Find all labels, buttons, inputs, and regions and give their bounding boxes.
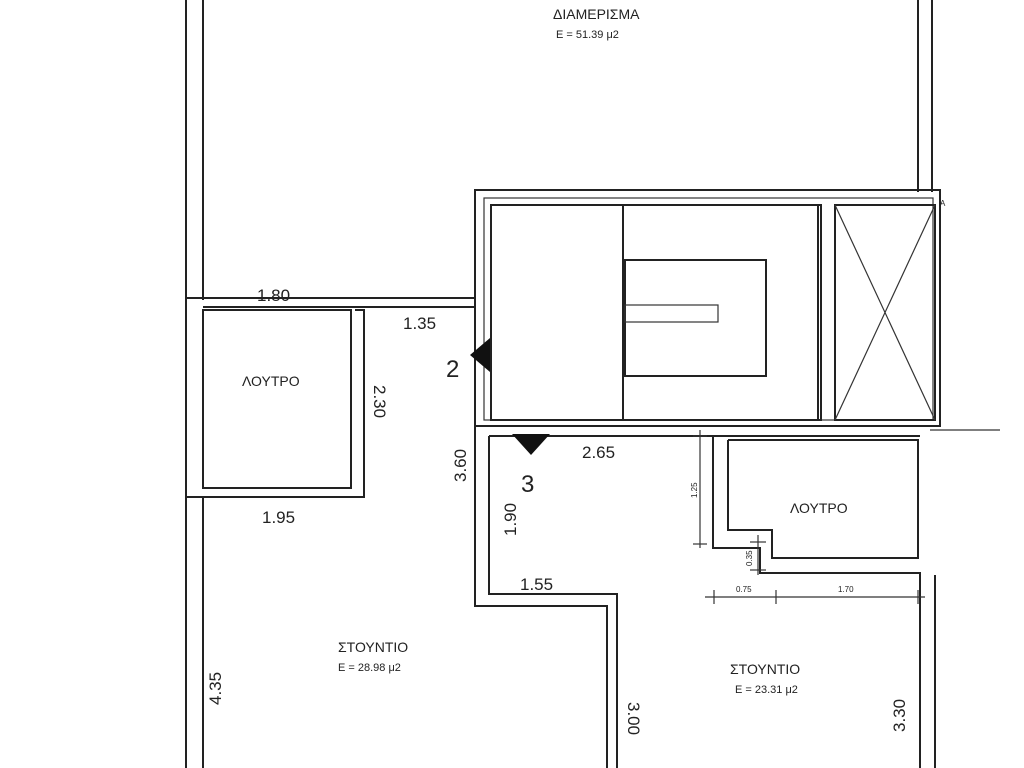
room-bath-right-name: ΛΟΥΤΡΟ	[790, 500, 848, 516]
dim-1-90: 1.90	[501, 503, 520, 536]
dim-3-00: 3.00	[624, 702, 643, 735]
dim-1-95: 1.95	[262, 508, 295, 527]
dim-1-80: 1.80	[257, 286, 290, 305]
room-studio-left-area: E = 28.98 μ2	[338, 662, 401, 674]
dim-3-60: 3.60	[451, 449, 470, 482]
section-marker-2-icon	[470, 338, 490, 372]
room-bath-left-name: ΛΟΥΤΡΟ	[242, 373, 300, 389]
dim-4-35: 4.35	[206, 672, 225, 705]
dim-1-70: 1.70	[838, 585, 854, 594]
dim-0-35: 0.35	[745, 550, 754, 566]
room-apartment-area: E = 51.39 μ2	[556, 29, 619, 41]
corner-mark: A	[940, 199, 946, 208]
walls	[185, 0, 1000, 768]
room-studio-right-name: ΣΤΟΥΝΤΙΟ	[730, 661, 800, 677]
dim-3-30: 3.30	[890, 699, 909, 732]
dim-1-35: 1.35	[403, 314, 436, 333]
room-studio-right-area: E = 23.31 μ2	[735, 684, 798, 696]
section-label-2: 2	[446, 356, 459, 383]
dim-0-75: 0.75	[736, 585, 752, 594]
room-studio-left-name: ΣΤΟΥΝΤΙΟ	[338, 639, 408, 655]
dim-2-30: 2.30	[370, 385, 389, 418]
dim-1-55: 1.55	[520, 575, 553, 594]
dim-2-65: 2.65	[582, 443, 615, 462]
section-label-3: 3	[521, 471, 534, 498]
section-marker-3-icon	[512, 434, 550, 455]
dimension-lines	[693, 430, 925, 604]
room-apartment-name: ΔΙΑΜΕΡΙΣΜΑ	[553, 6, 640, 22]
dim-1-25: 1.25	[690, 482, 699, 498]
